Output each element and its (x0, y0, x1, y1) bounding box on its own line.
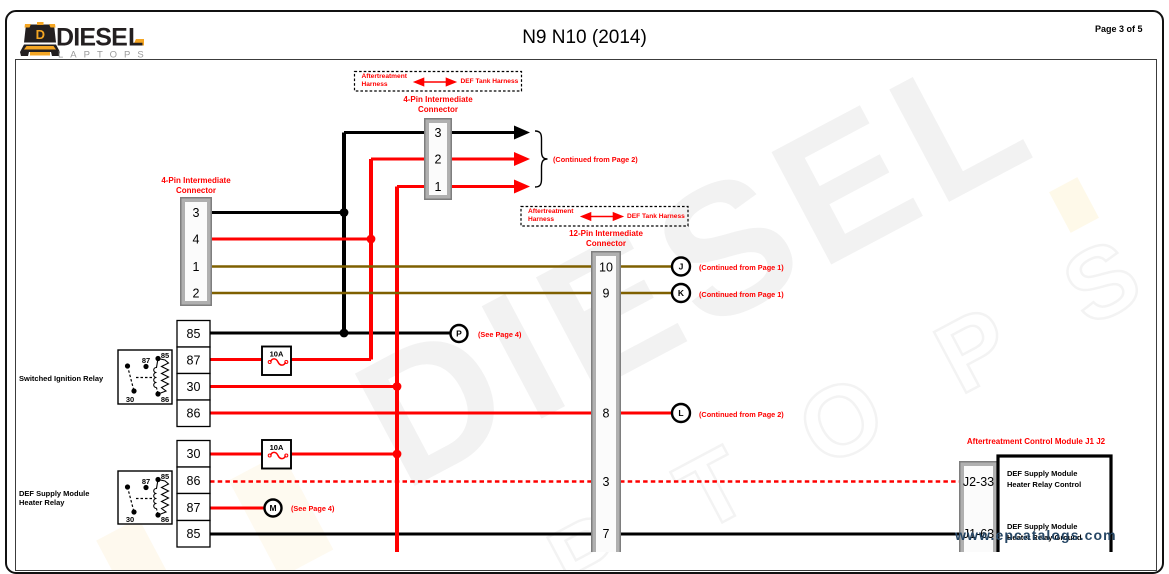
svg-text:3: 3 (435, 126, 442, 140)
svg-text:86: 86 (161, 515, 169, 524)
svg-text:87: 87 (187, 354, 201, 368)
svg-text:LAPTOPS: LAPTOPS (58, 50, 151, 61)
svg-text:4: 4 (193, 233, 200, 247)
svg-text:85: 85 (187, 327, 201, 341)
svg-text:7: 7 (603, 527, 610, 541)
svg-text:J1-63: J1-63 (963, 527, 994, 541)
svg-text:1: 1 (193, 260, 200, 274)
svg-text:85: 85 (187, 527, 201, 541)
svg-text:87: 87 (142, 477, 150, 486)
svg-text:L: L (678, 408, 683, 418)
svg-text:9: 9 (603, 287, 610, 301)
svg-text:8: 8 (603, 407, 610, 421)
svg-text:DIESE: DIESE (56, 24, 127, 52)
svg-text:D: D (36, 27, 45, 42)
svg-text:1: 1 (435, 180, 442, 194)
svg-text:87: 87 (142, 356, 150, 365)
svg-text:85: 85 (161, 351, 169, 360)
svg-text:3: 3 (193, 206, 200, 220)
svg-text:L: L (128, 24, 143, 52)
svg-text:86: 86 (187, 407, 201, 421)
svg-text:J: J (679, 262, 684, 272)
svg-text:85: 85 (161, 472, 169, 481)
svg-text:86: 86 (187, 474, 201, 488)
svg-text:2: 2 (193, 287, 200, 301)
svg-text:30: 30 (187, 380, 201, 394)
svg-text:86: 86 (161, 395, 169, 404)
svg-text:2: 2 (435, 153, 442, 167)
svg-text:30: 30 (126, 515, 134, 524)
svg-text:30: 30 (126, 395, 134, 404)
svg-text:10A: 10A (270, 443, 284, 452)
svg-text:J2-33: J2-33 (963, 475, 994, 489)
svg-text:3: 3 (603, 475, 610, 489)
svg-text:K: K (678, 288, 685, 298)
svg-text:M: M (269, 503, 276, 513)
svg-text:30: 30 (187, 447, 201, 461)
svg-text:10: 10 (599, 261, 613, 275)
svg-text:10A: 10A (270, 350, 284, 359)
svg-text:P: P (456, 329, 462, 339)
svg-text:87: 87 (187, 501, 201, 515)
